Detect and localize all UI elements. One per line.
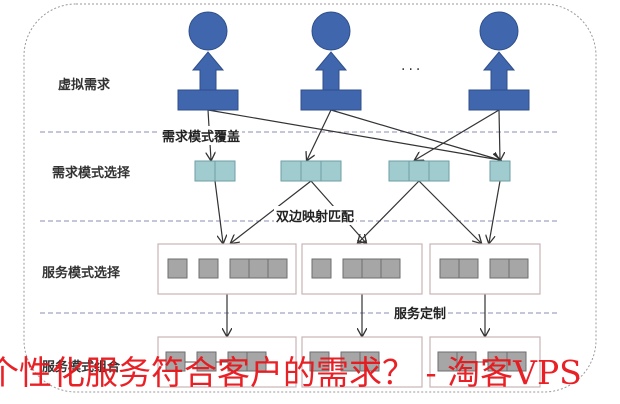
service-combination [301,336,423,388]
demand-pattern [489,160,511,182]
user-icon [177,11,239,111]
edge-demand-to-service [214,180,223,243]
row-label-service-pattern-select: 服务模式选择 [42,266,121,281]
service-cell [489,258,510,279]
service-group [429,243,541,295]
edge-demand-to-service [489,180,501,243]
combination-cell [246,351,267,372]
annotation-bilateral-matching: 双边映射匹配 [274,206,357,225]
demand-cell [194,160,216,182]
service-cell [361,258,382,279]
row-label-demand-pattern-select: 需求模式选择 [52,166,131,181]
demand-pattern [280,160,342,182]
service-cell [458,258,479,279]
service-cell [267,258,288,279]
demand-cell [320,160,342,182]
annotation-demand-coverage: 需求模式覆盖 [160,126,243,145]
demand-pattern [388,160,450,182]
more-users-ellipsis: ··· [401,62,424,78]
demand-cell [280,160,302,182]
service-cell [167,258,188,279]
outer-frame [23,3,597,393]
user-base [300,89,362,111]
demand-cell [428,160,450,182]
up-arrow-icon [482,51,516,91]
user-head [311,11,351,51]
combination-cell [359,351,380,372]
watermark-text: 个性化服务符合客户的需求？ - 淘客VPS [0,353,582,392]
demand-cell [388,160,410,182]
user-base [468,89,530,111]
edge-demand-to-service [358,180,420,243]
user-icon [468,11,530,111]
service-cell [198,258,219,279]
user-icon [300,11,362,111]
edge-demand-to-service [231,180,312,243]
service-cell [311,258,332,279]
service-cell [380,258,401,279]
row-label-virtual-demand: 虚拟需求 [58,78,111,93]
service-combination [429,336,541,388]
up-arrow-icon [191,51,225,91]
combination-cell [506,351,527,372]
user-head [479,11,519,51]
service-group [301,243,423,295]
service-cell [229,258,250,279]
service-combination [157,336,297,388]
user-head [188,11,228,51]
user-base [177,89,239,111]
demand-cell [489,160,511,182]
annotation-service-customization: 服务定制 [392,303,449,322]
demand-cell [408,160,430,182]
row-label-service-pattern-combine: 服务模式组合 [42,360,121,375]
demand-pattern [194,160,236,182]
demand-cell [300,160,322,182]
demand-cell [214,160,236,182]
edge-demand-to-service [418,180,481,243]
service-group [157,243,297,295]
edge-user-to-demand [499,109,500,160]
up-arrow-icon [314,51,348,91]
service-cell [342,258,363,279]
edge-user-to-demand [307,109,332,160]
service-cell [439,258,460,279]
service-cell [508,258,529,279]
edge-user-to-demand [415,109,500,160]
edge-user-to-demand [207,109,500,160]
service-cell [248,258,269,279]
edge-user-to-demand [330,109,500,160]
